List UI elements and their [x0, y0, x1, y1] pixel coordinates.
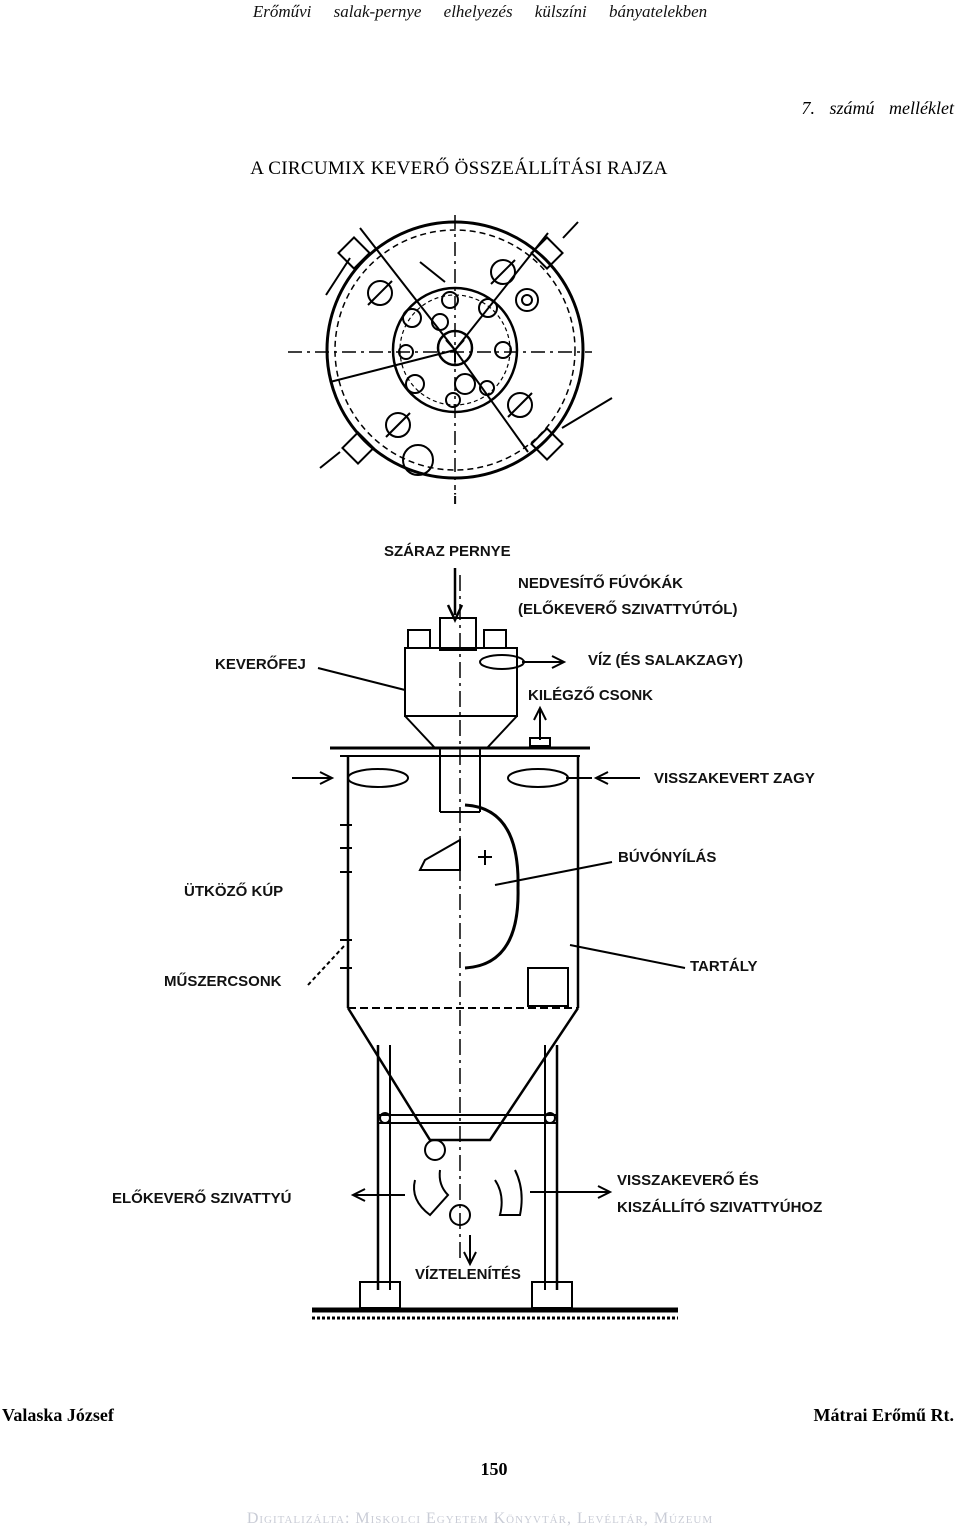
footer-organization: Mátrai Erőmű Rt. [813, 1405, 954, 1425]
footer-author: Valaska József [2, 1405, 114, 1425]
running-header: Erőművi salak-pernye elhelyezés külszíni… [252, 2, 708, 21]
label-vent: KILÉGZŐ CSONK [528, 686, 653, 704]
label-nozzles: NEDVESÍTŐ FÚVÓKÁK [518, 574, 683, 592]
label-drainage: VÍZTELENÍTÉS [415, 1266, 521, 1283]
mixer-assembly-drawing: i SZÁRAZ PERNYE NEDVESÍTŐ FÚVÓKÁK (ELŐKE… [112, 215, 822, 1320]
label-remix-pump: VISSZAKEVERŐ ÉS [617, 1171, 759, 1189]
axis-mark: i [453, 491, 457, 508]
page-number: 150 [480, 1459, 508, 1479]
label-tank: TARTÁLY [690, 958, 758, 975]
label-manhole: BÚVÓNYÍLÁS [618, 848, 716, 866]
top-view [288, 215, 613, 490]
label-water: VÍZ (ÉS SALAKZAGY) [588, 652, 743, 669]
label-instrument-nozzle: MŰSZERCSONK [164, 972, 282, 990]
digitizer-watermark: Digitalizálta: Miskolci Egyetem Könyvtár… [246, 1510, 714, 1527]
annex-label: 7. számú melléklet [801, 98, 954, 118]
label-mixing-head: KEVERŐFEJ [215, 655, 306, 673]
label-impact-cone: ÜTKÖZŐ KÚP [184, 882, 283, 900]
figure-title: A CIRCUMIX KEVERŐ ÖSSZEÁLLÍTÁSI RAJZA [250, 158, 668, 179]
label-nozzles-source: (ELŐKEVERŐ SZIVATTYÚTÓL) [518, 600, 737, 618]
label-remixed-slurry: VISSZAKEVERT ZAGY [654, 770, 815, 787]
label-premix-pump: ELŐKEVERŐ SZIVATTYÚ [112, 1189, 291, 1207]
label-dry-ash: SZÁRAZ PERNYE [384, 543, 511, 560]
side-view [292, 568, 686, 1320]
label-transfer-pump: KISZÁLLÍTÓ SZIVATTYÚHOZ [617, 1198, 822, 1216]
